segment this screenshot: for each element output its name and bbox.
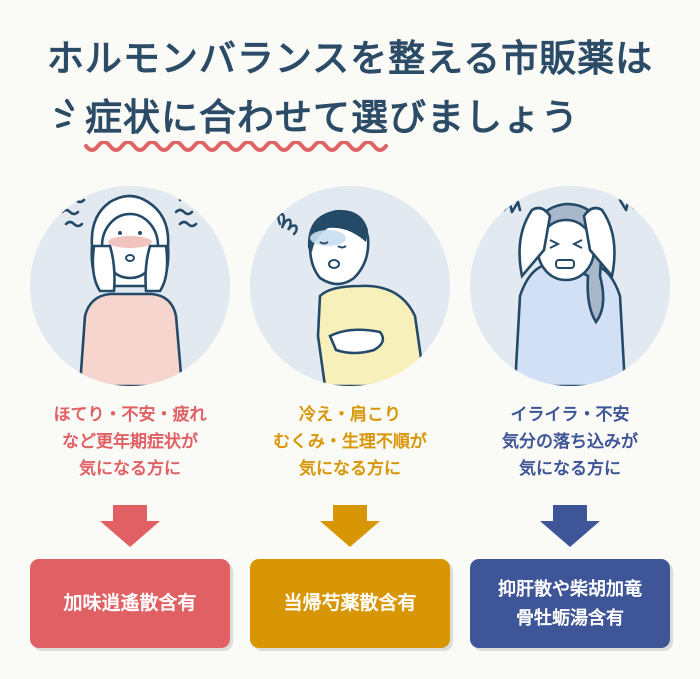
spark-lines-icon: [55, 99, 74, 128]
recommendation-box-1: 加味逍遙散含有: [30, 559, 230, 648]
symptom-line: 冷え・肩こり: [299, 405, 401, 425]
recommendation-text: 骨牡蛎湯含有: [516, 607, 624, 629]
symptom-label-3: イライラ・不安 気分の落ち込みが 気になる方に: [455, 402, 685, 483]
symptom-line: イライラ・不安: [510, 405, 630, 425]
symptom-line: ほてり・不安・疲れ: [53, 405, 207, 425]
recommendation-text: 加味逍遙散含有: [63, 592, 197, 614]
page-title-line-1: ホルモンバランスを整える市販薬は: [46, 37, 654, 80]
symptom-line: など更年期症状が: [62, 432, 198, 452]
symptom-label-2: 冷え・肩こり むくみ・生理不順が 気になる方に: [235, 402, 465, 483]
recommendation-box-3: 抑肝散や柴胡加竜 骨牡蛎湯含有: [470, 559, 670, 648]
arrow-down-icon: [100, 505, 160, 547]
recommendation-box-2: 当帰芍薬散含有: [250, 559, 450, 648]
symptom-line: むくみ・生理不順が: [273, 432, 427, 452]
symptom-line: 気になる方に: [519, 459, 621, 479]
symptom-line: 気になる方に: [299, 459, 401, 479]
wavy-underline-icon: [84, 141, 388, 152]
illustration-circle-3: [470, 186, 670, 386]
arrow-down-icon: [540, 505, 600, 547]
woman-hot-flush-illustration: [60, 194, 198, 386]
recommendation-text: 当帰芍薬散含有: [283, 592, 417, 614]
illustration-circle-2: [250, 186, 450, 386]
woman-headache-irritation-illustration: [502, 186, 636, 386]
symptom-line: 気になる方に: [79, 459, 181, 479]
man-stomach-ache-illustration: [277, 209, 427, 386]
symptom-line: 気分の落ち込みが: [502, 432, 638, 452]
symptom-label-1: ほてり・不安・疲れ など更年期症状が 気になる方に: [15, 402, 245, 483]
arrow-down-icon: [320, 505, 380, 547]
recommendation-text: 抑肝散や柴胡加竜: [498, 578, 642, 600]
illustration-circle-1: [30, 186, 230, 386]
page-title-line-2: 症状に合わせて選びましょう: [85, 96, 579, 139]
